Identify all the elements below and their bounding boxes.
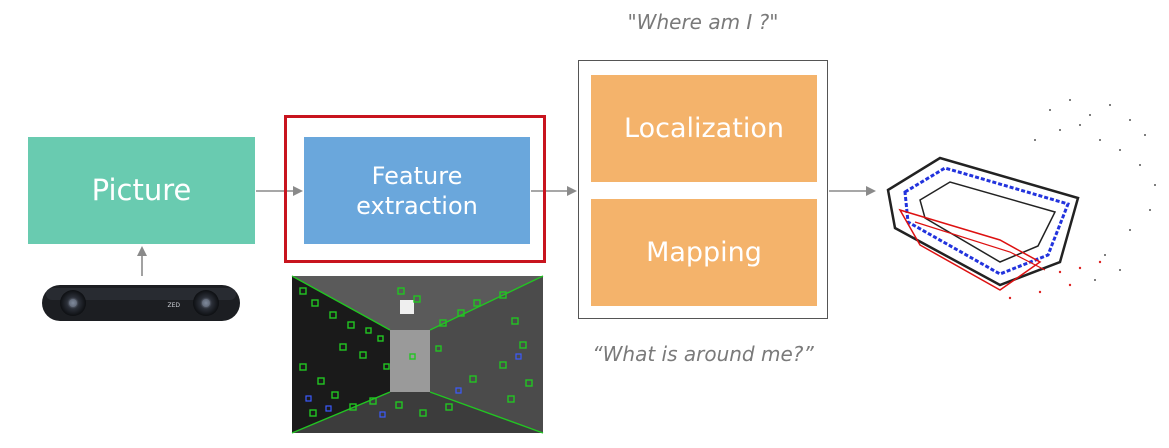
what-is-around-me-caption: “What is around me?” bbox=[592, 342, 814, 366]
feature-highlight-frame bbox=[284, 115, 546, 263]
localization-label: Localization bbox=[624, 112, 784, 144]
feature-label-line2: extraction bbox=[356, 191, 478, 220]
where-am-i-caption: "Where am I ?" bbox=[627, 10, 779, 34]
picture-label: Picture bbox=[91, 173, 192, 208]
feature-label-line1: Feature bbox=[371, 161, 463, 190]
picture-box: Picture bbox=[28, 137, 255, 244]
stereo-camera-image: ZED bbox=[42, 285, 240, 321]
camera-brand-text: ZED bbox=[167, 302, 180, 309]
mapping-box: Mapping bbox=[591, 199, 817, 306]
point-cloud-map-image bbox=[886, 99, 1156, 300]
corridor-features-image bbox=[291, 275, 544, 434]
feature-extraction-box: Feature extraction bbox=[304, 137, 530, 244]
mapping-label: Mapping bbox=[646, 236, 762, 268]
localization-box: Localization bbox=[591, 75, 817, 182]
